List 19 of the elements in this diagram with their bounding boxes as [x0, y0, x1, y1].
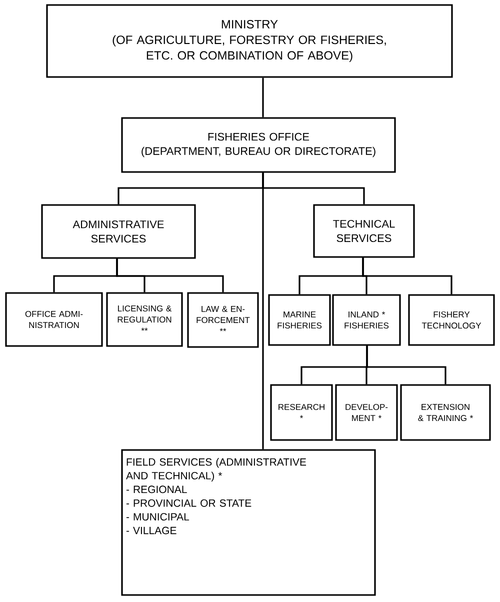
org-box: MARINE FISHERIES: [268, 294, 331, 346]
org-box: OFFICE ADMI- NISTRATION: [5, 292, 103, 347]
connector-line: [362, 258, 452, 294]
connector-line: [116, 258, 224, 292]
org-box: FISHERIES OFFICE (DEPARTMENT, BUREAU OR DIRECTORATE): [121, 117, 396, 173]
connector-line: [262, 78, 264, 118]
org-box: TECHNICAL SERVICES: [313, 204, 415, 258]
org-box: LAW & EN- FORCEMENT **: [187, 292, 259, 348]
org-box: FIELD SERVICES (ADMINISTRATIVE AND TECHNICAL) * - REGIONAL - PROVINCIAL OR STATE - MUNICIPAL - VILLAGE: [121, 449, 376, 596]
org-box: LICENSING & REGULATION **: [106, 292, 183, 347]
org-box: EXTENSION & TRAINING *: [400, 384, 491, 441]
org-box: INLAND * FISHERIES: [332, 294, 401, 346]
org-box: FISHERY TECHNOLOGY: [408, 294, 495, 346]
org-box: RESEARCH *: [270, 384, 333, 441]
connector-line: [262, 172, 264, 450]
org-box: DEVELOP- MENT *: [335, 384, 398, 441]
org-box: ADMINISTRATIVE SERVICES: [41, 204, 196, 259]
connector-line: [366, 346, 446, 384]
org-box: MINISTRY (OF AGRICULTURE, FORESTRY OR FISHERIES, ETC. OR COMBINATION OF ABOVE): [46, 4, 453, 78]
